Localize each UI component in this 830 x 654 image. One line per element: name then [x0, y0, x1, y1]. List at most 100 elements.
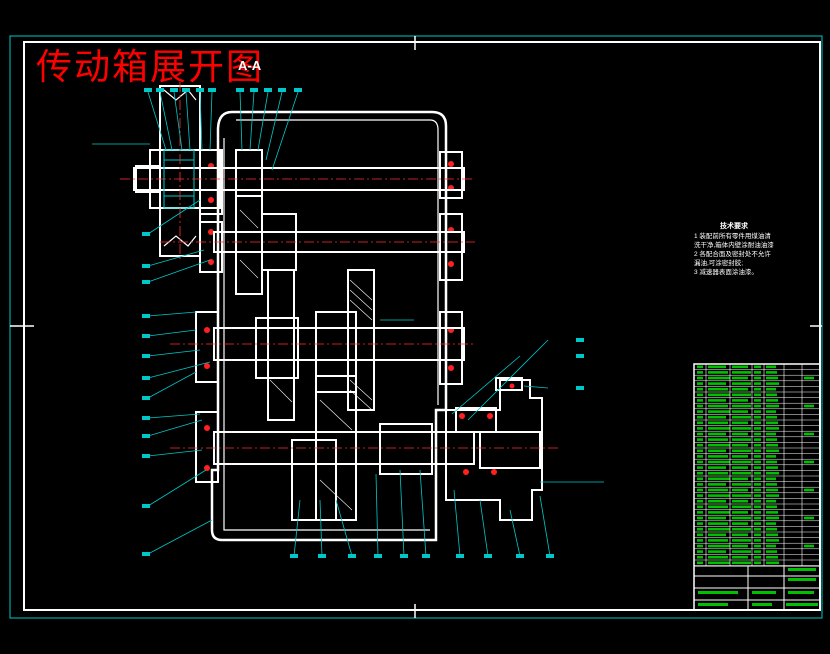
- table-cell-text: [804, 404, 814, 408]
- table-cell-text: [732, 421, 748, 425]
- table-cell-text: [697, 555, 703, 559]
- table-cell-text: [708, 550, 726, 553]
- table-cell-text: [708, 466, 726, 469]
- table-cell-text: [708, 555, 728, 559]
- table-cell-text: [766, 376, 778, 380]
- tech-requirement-line: 漏油,可涂密封胶;: [694, 260, 744, 267]
- table-cell-text: [754, 488, 761, 492]
- table-cell-text: [766, 477, 776, 481]
- table-cell-text: [732, 382, 751, 385]
- section-label: A-A: [238, 58, 262, 73]
- table-cell-text: [697, 516, 703, 520]
- table-cell-text: [697, 393, 703, 397]
- table-cell-text: [766, 527, 777, 531]
- table-cell-text: [732, 539, 751, 542]
- gearbox-housing: [210, 110, 448, 542]
- table-cell-text: [697, 449, 703, 453]
- table-cell-text: [732, 494, 751, 497]
- parts-list-table: [693, 363, 821, 611]
- table-cell-text: [708, 449, 726, 453]
- table-cell-text: [697, 561, 703, 565]
- table-cell-text: [732, 488, 748, 492]
- table-cell-text: [754, 516, 761, 520]
- table-cell-text: [697, 387, 703, 391]
- table-cell-text: [766, 494, 779, 497]
- table-cell-text: [766, 371, 777, 374]
- table-cell-text: [708, 544, 730, 548]
- table-cell-text: [754, 421, 761, 425]
- table-cell-text: [732, 555, 748, 559]
- table-cell-text: [766, 387, 776, 391]
- table-cell-text: [697, 511, 703, 514]
- table-cell-text: [732, 399, 748, 402]
- table-cell-text: [754, 376, 761, 380]
- table-cell-text: [708, 432, 726, 436]
- table-cell-text: [697, 522, 703, 525]
- table-cell-text: [732, 505, 751, 509]
- table-cell-text: [708, 539, 728, 542]
- tech-requirement-line: 2 各配合面及密封处不允许: [694, 251, 771, 258]
- table-cell-text: [766, 449, 779, 453]
- tech-requirements-heading: 技术要求: [720, 223, 748, 230]
- bearing-seats: [195, 149, 463, 483]
- table-cell-text: [732, 410, 748, 413]
- table-cell-text: [766, 415, 777, 419]
- table-cell-text: [708, 483, 726, 486]
- table-cell-text: [708, 488, 728, 492]
- table-cell-text: [754, 449, 761, 453]
- table-cell-text: [754, 527, 761, 531]
- table-cell-text: [708, 516, 726, 520]
- table-cell-text: [697, 460, 703, 464]
- table-cell-text: [708, 499, 726, 503]
- table-cell-text: [766, 404, 779, 408]
- table-cell-text: [766, 393, 777, 397]
- table-cell-text: [766, 438, 777, 441]
- table-cell-text: [697, 443, 703, 447]
- outer-border: [9, 35, 823, 619]
- table-cell-text: [766, 466, 778, 469]
- table-cell-text: [766, 511, 778, 514]
- gear-hatching: [239, 209, 373, 511]
- table-cell-text: [766, 544, 776, 548]
- table-cell-text: [732, 466, 748, 469]
- table-cell-text: [754, 544, 761, 548]
- table-cell-text: [708, 522, 728, 525]
- table-cell-text: [732, 477, 748, 481]
- table-cell-text: [708, 399, 726, 402]
- table-cell-text: [766, 432, 776, 436]
- table-cell-text: [732, 550, 751, 553]
- table-cell-text: [754, 522, 761, 525]
- table-cell-text: [766, 516, 779, 520]
- tech-requirement-line: 3 减速器表面涂油漆。: [694, 269, 758, 276]
- table-cell-text: [766, 499, 776, 503]
- table-cell-text: [708, 438, 728, 441]
- table-cell-text: [697, 410, 703, 413]
- table-cell-text: [754, 505, 761, 509]
- table-cell-text: [754, 455, 761, 458]
- table-cell-text: [804, 460, 814, 464]
- table-cell-text: [697, 466, 703, 469]
- table-cell-text: [754, 471, 761, 475]
- table-cell-text: [708, 410, 730, 413]
- table-cell-text: [766, 443, 778, 447]
- table-cell-text: [754, 404, 761, 408]
- table-cell-text: [708, 421, 728, 425]
- table-cell-text: [732, 527, 751, 531]
- table-cell-text: [804, 544, 814, 548]
- table-cell-text: [766, 427, 779, 430]
- table-cell-text: [732, 415, 751, 419]
- table-cell-text: [754, 410, 761, 413]
- table-cell-text: [754, 550, 761, 553]
- table-cell-text: [754, 555, 761, 559]
- table-cell-text: [697, 421, 703, 425]
- table-cell-text: [708, 511, 730, 514]
- table-cell-text: [732, 533, 748, 537]
- center-lines: [120, 82, 560, 449]
- table-cell-text: [708, 371, 728, 374]
- table-cell-text: [732, 404, 751, 408]
- table-cell-text: [754, 382, 761, 385]
- table-cell-text: [766, 522, 776, 525]
- table-cell-text: [804, 432, 814, 436]
- table-cell-text: [766, 550, 777, 553]
- table-cell-text: [732, 438, 751, 441]
